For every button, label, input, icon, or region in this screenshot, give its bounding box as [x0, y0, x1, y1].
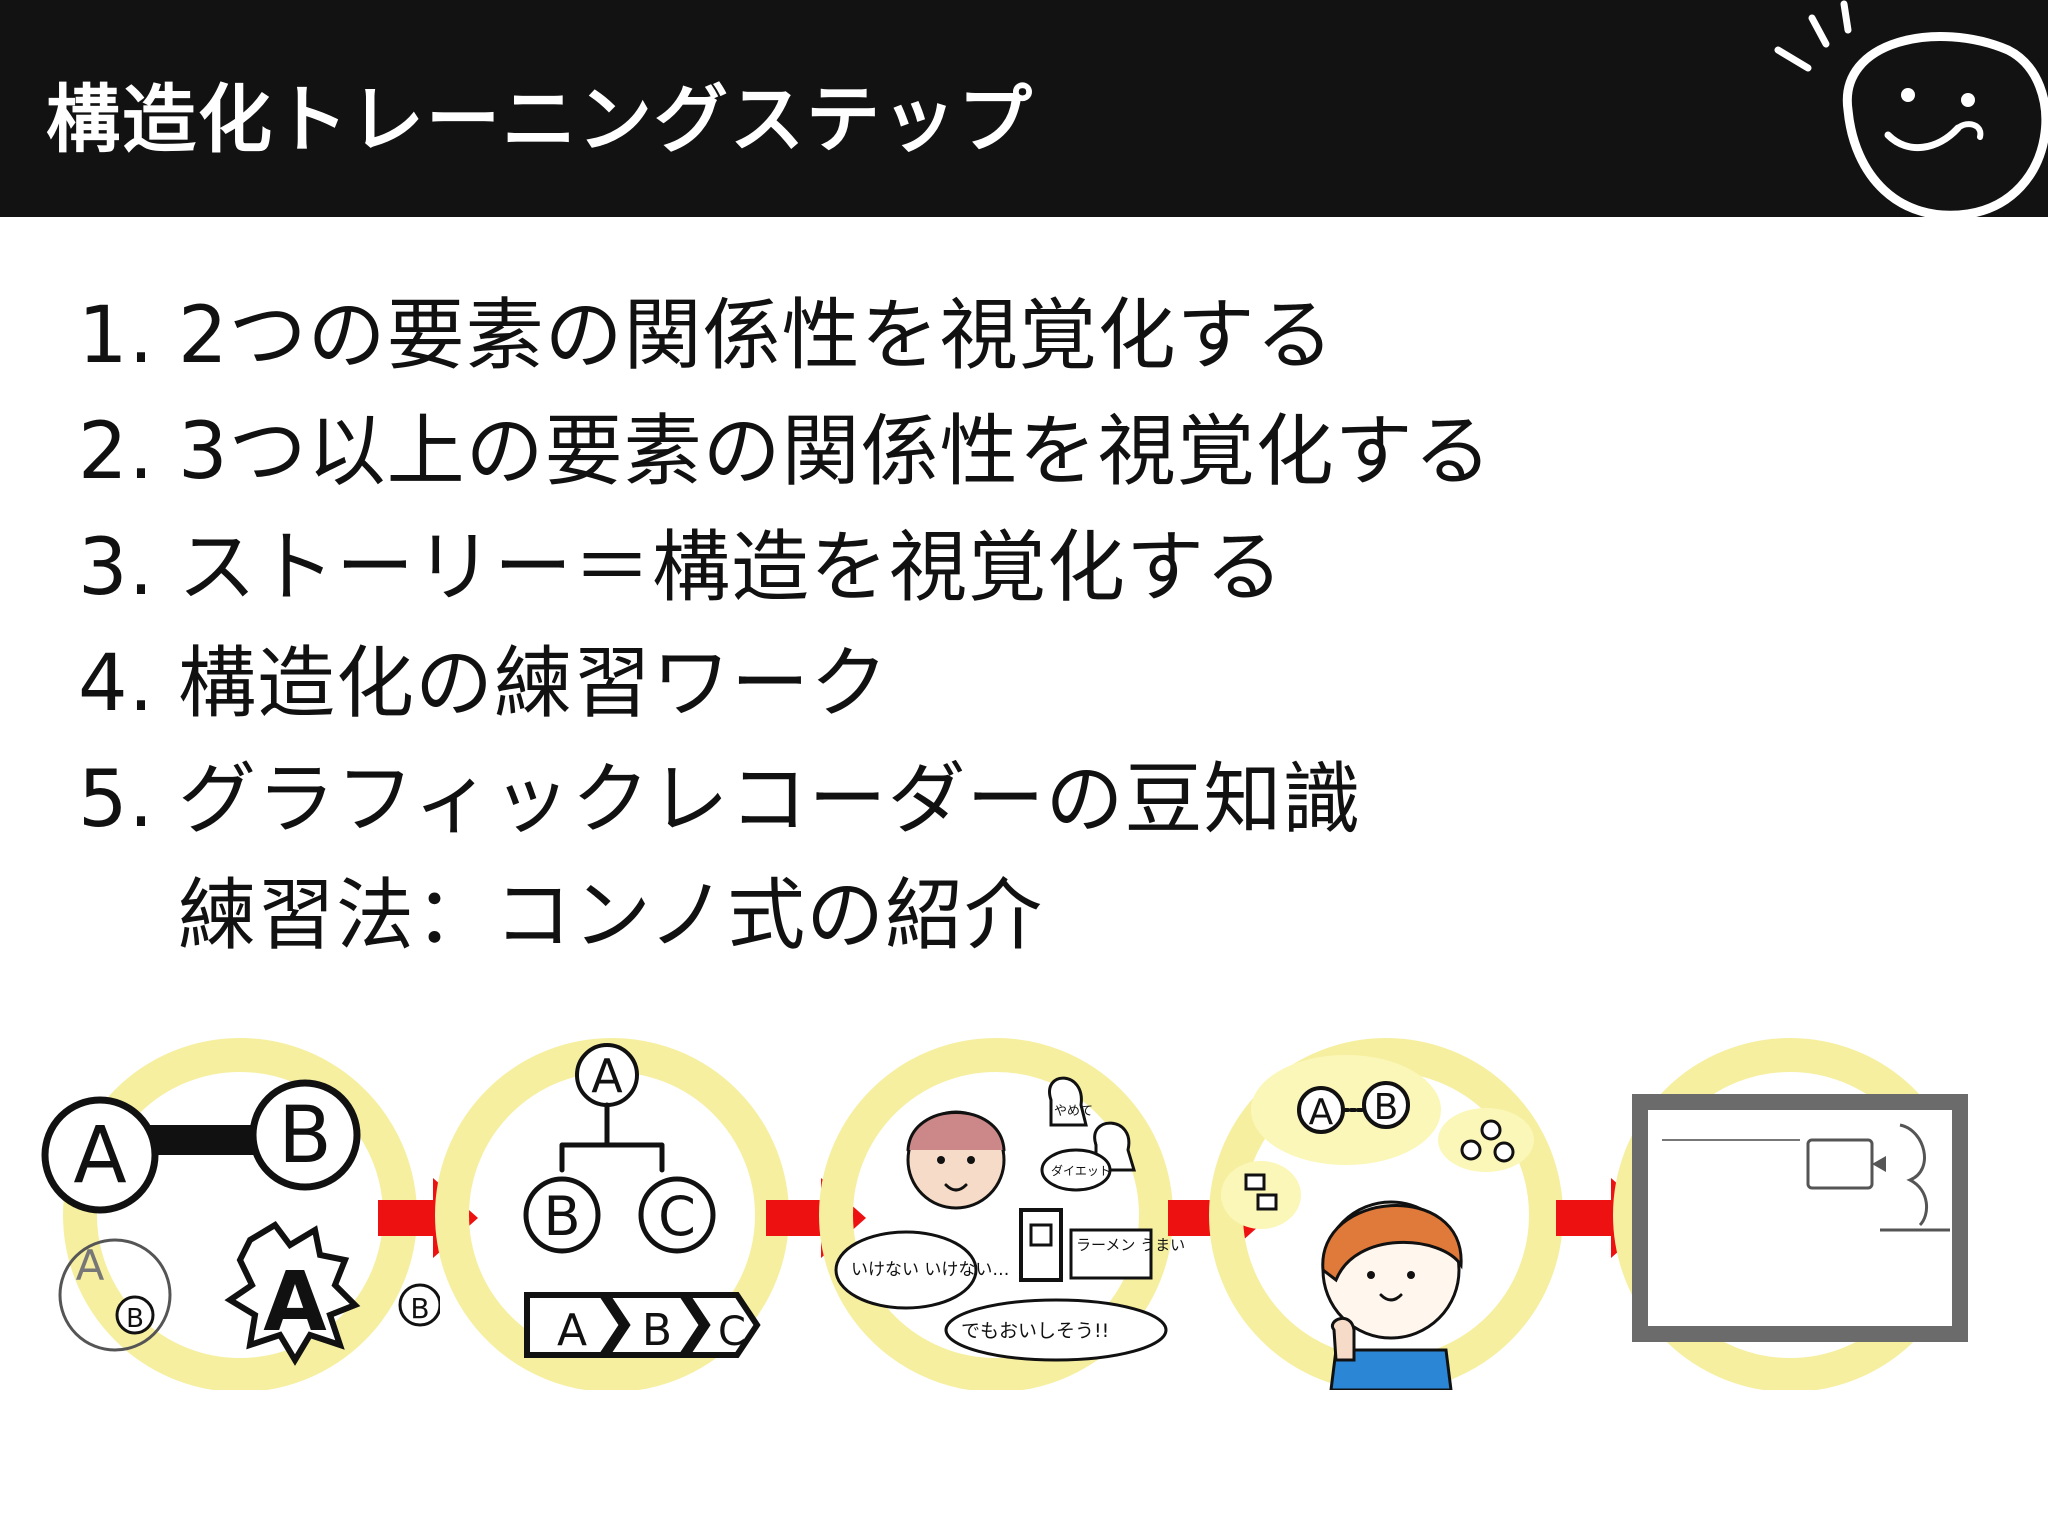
- note-text: いけない いけない…: [851, 1260, 1009, 1280]
- step-list: 1. 2つの要素の関係性を視覚化する 2. 3つ以上の要素の関係性を視覚化する 3.…: [78, 278, 1778, 974]
- note-text: ラーメン うまい: [1076, 1236, 1185, 1254]
- note-text: でもおいしそう!!: [961, 1320, 1109, 1342]
- step-number: 4.: [78, 639, 155, 729]
- highlight-ring: [819, 1038, 1173, 1390]
- letter-a: A: [73, 1111, 126, 1201]
- illustration-three-elements: A B C A B C: [435, 1038, 789, 1390]
- letter-b: B: [642, 1305, 672, 1356]
- letter-b: B: [1374, 1087, 1399, 1128]
- note-text: ダイエット: [1051, 1163, 1111, 1178]
- letter-b-small: B: [410, 1292, 429, 1325]
- letter-a: A: [557, 1305, 587, 1356]
- letter-a: A: [591, 1049, 623, 1103]
- illustration-two-elements: A B A B A B: [41, 1038, 440, 1390]
- slide-title: 構造化トレーニングステップ: [46, 77, 1034, 163]
- illustration-practice-work: A B: [1209, 1038, 1563, 1390]
- smiley-face-icon: [1774, 0, 2048, 217]
- step-text: グラフィックレコーダーの豆知識: [178, 755, 1362, 845]
- step-item-1: 1. 2つの要素の関係性を視覚化する: [78, 278, 1778, 394]
- whiteboard-frame: [1632, 1094, 1968, 1342]
- letter-b-small: B: [126, 1304, 144, 1334]
- letter-b: B: [543, 1185, 580, 1248]
- letter-c: C: [718, 1309, 746, 1355]
- step-number: 3.: [78, 523, 155, 613]
- letter-a: A: [1309, 1092, 1334, 1133]
- step-item-5: 5. グラフィックレコーダーの豆知識 練習法：コンノ式の紹介: [78, 742, 1778, 974]
- thumbs-up-icon: [1330, 1317, 1356, 1362]
- illustration-story: やめて ダイエット ラーメン うまい いけない いけない… でもおいしそう!!: [819, 1038, 1185, 1390]
- step-item-2: 2. 3つ以上の要素の関係性を視覚化する: [78, 394, 1778, 510]
- letter-a-burst: A: [263, 1255, 327, 1350]
- letter-a-small: A: [76, 1241, 105, 1290]
- step-item-4: 4. 構造化の練習ワーク: [78, 626, 1778, 742]
- illustration-graphic-recorder-tips: [1613, 1038, 1968, 1390]
- step-subtext: 練習法：コンノ式の紹介: [178, 871, 1044, 961]
- title-bar: 構造化トレーニングステップ: [0, 0, 2048, 217]
- note-text: やめて: [1054, 1104, 1093, 1119]
- ghost-icon: [1048, 1076, 1088, 1127]
- step-text: 構造化の練習ワーク: [178, 639, 890, 729]
- speech-box-icon: [1806, 1138, 1874, 1190]
- step-text: 2つの要素の関係性を視覚化する: [178, 291, 1335, 381]
- step-text: 3つ以上の要素の関係性を視覚化する: [178, 407, 1493, 497]
- step-number: 2.: [78, 407, 155, 497]
- step-text: ストーリー＝構造を視覚化する: [178, 523, 1285, 613]
- letter-b: B: [278, 1091, 332, 1181]
- step-number: 5.: [78, 755, 155, 845]
- step-item-3: 3. ストーリー＝構造を視覚化する: [78, 510, 1778, 626]
- letter-c: C: [658, 1185, 696, 1248]
- step-number: 1.: [78, 291, 155, 381]
